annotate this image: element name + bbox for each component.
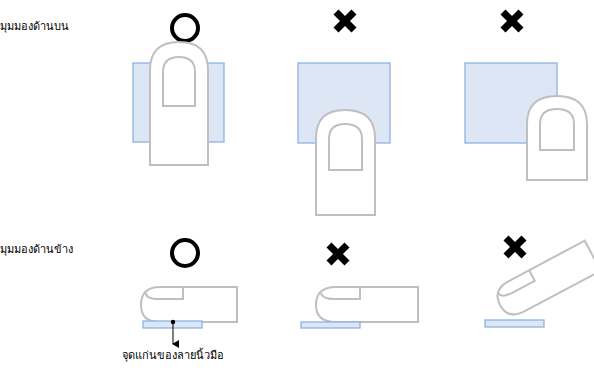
sensor [485, 320, 544, 327]
finger [527, 96, 587, 180]
sensor [301, 322, 360, 328]
view-label: มุมมองด้านข้าง [0, 243, 73, 257]
fingernail [146, 287, 183, 299]
finger [141, 287, 237, 322]
ng-mark [503, 12, 521, 30]
ok-mark [172, 15, 198, 41]
finger-tilted [492, 241, 594, 320]
fingernail [163, 57, 195, 106]
fingernail [329, 124, 362, 170]
ok-mark [172, 240, 198, 266]
finger [150, 42, 208, 165]
callout-label: จุดแก่นของลายนิ้วมือ [122, 349, 224, 363]
ng-mark [506, 238, 524, 256]
ng-mark [329, 245, 347, 263]
ng-mark [336, 12, 354, 30]
view-label: มุมมองด้านบน [0, 20, 69, 34]
fingernail [321, 287, 360, 299]
leader-arrow [173, 322, 174, 344]
fingernail [540, 109, 574, 150]
finger [316, 110, 375, 215]
finger [316, 287, 418, 322]
